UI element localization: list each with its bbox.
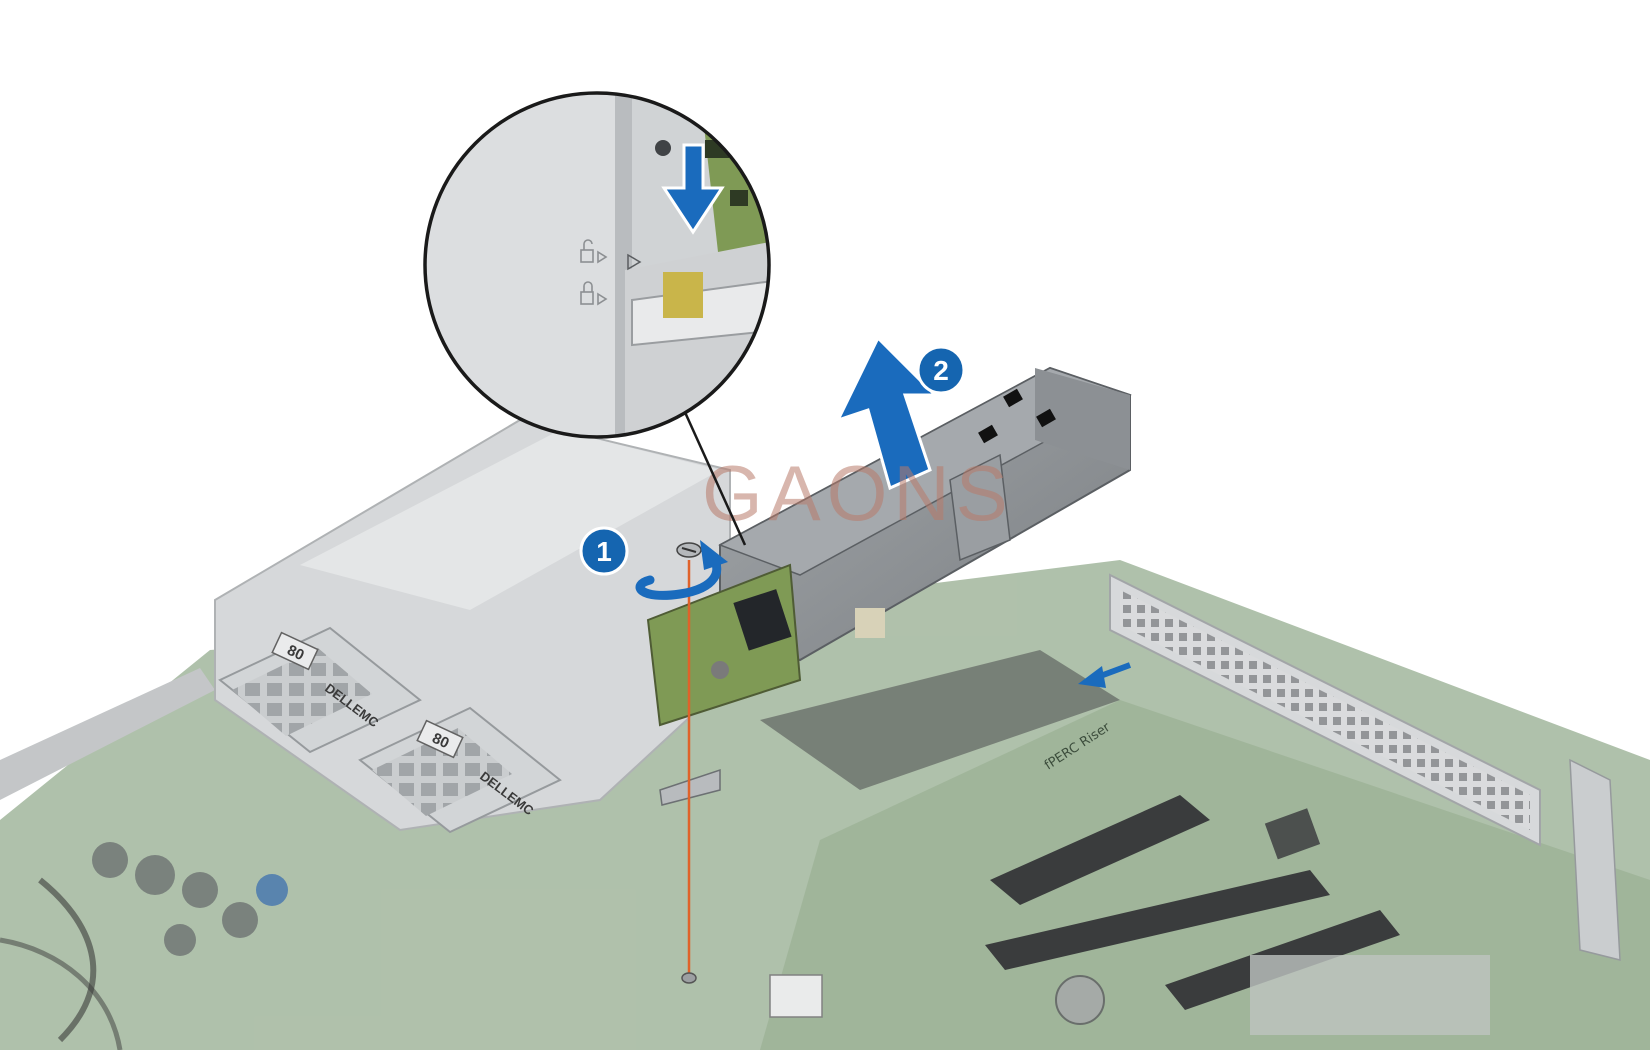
down-arrow-icon <box>661 143 725 235</box>
zoom-leader-line <box>682 409 747 546</box>
rotate-arrow-icon <box>635 540 728 600</box>
riser-cage-end <box>1035 368 1130 470</box>
psu-badge-2: 80 <box>429 730 451 752</box>
zoom-detail <box>423 91 771 439</box>
cmos-battery <box>1055 975 1105 1025</box>
server-chassis: 80 DELLEMC 80 DELLEMC <box>0 418 1650 1050</box>
step-number-2: 2 <box>933 355 949 386</box>
screw <box>676 542 702 558</box>
psu-cage-top <box>300 430 720 610</box>
riser-bracket-arm <box>949 453 1011 562</box>
watermark: GAONS <box>702 449 1014 537</box>
power-supply-1: 80 DELLEMC <box>218 626 422 754</box>
riser-card-chip <box>733 589 792 651</box>
fan-area <box>0 842 288 1050</box>
chassis-left-wall <box>0 668 215 800</box>
riser-cable <box>760 650 1120 790</box>
lock-symbol-icon <box>580 281 608 306</box>
psu-badge-1: 80 <box>284 642 306 664</box>
step-callout-2: 2 <box>916 345 966 395</box>
step-number-1: 1 <box>596 536 612 567</box>
power-connector <box>769 974 823 1018</box>
standoff <box>681 972 697 984</box>
heatsink <box>1250 955 1490 1035</box>
step-callout-1: 1 <box>579 526 629 576</box>
left-arrow-icon <box>1078 662 1132 688</box>
chip-1 <box>1264 808 1321 860</box>
up-arrow-icon <box>835 335 939 491</box>
unlock-symbol-icon <box>580 239 608 264</box>
expansion-slot-bracket <box>1109 573 1621 961</box>
